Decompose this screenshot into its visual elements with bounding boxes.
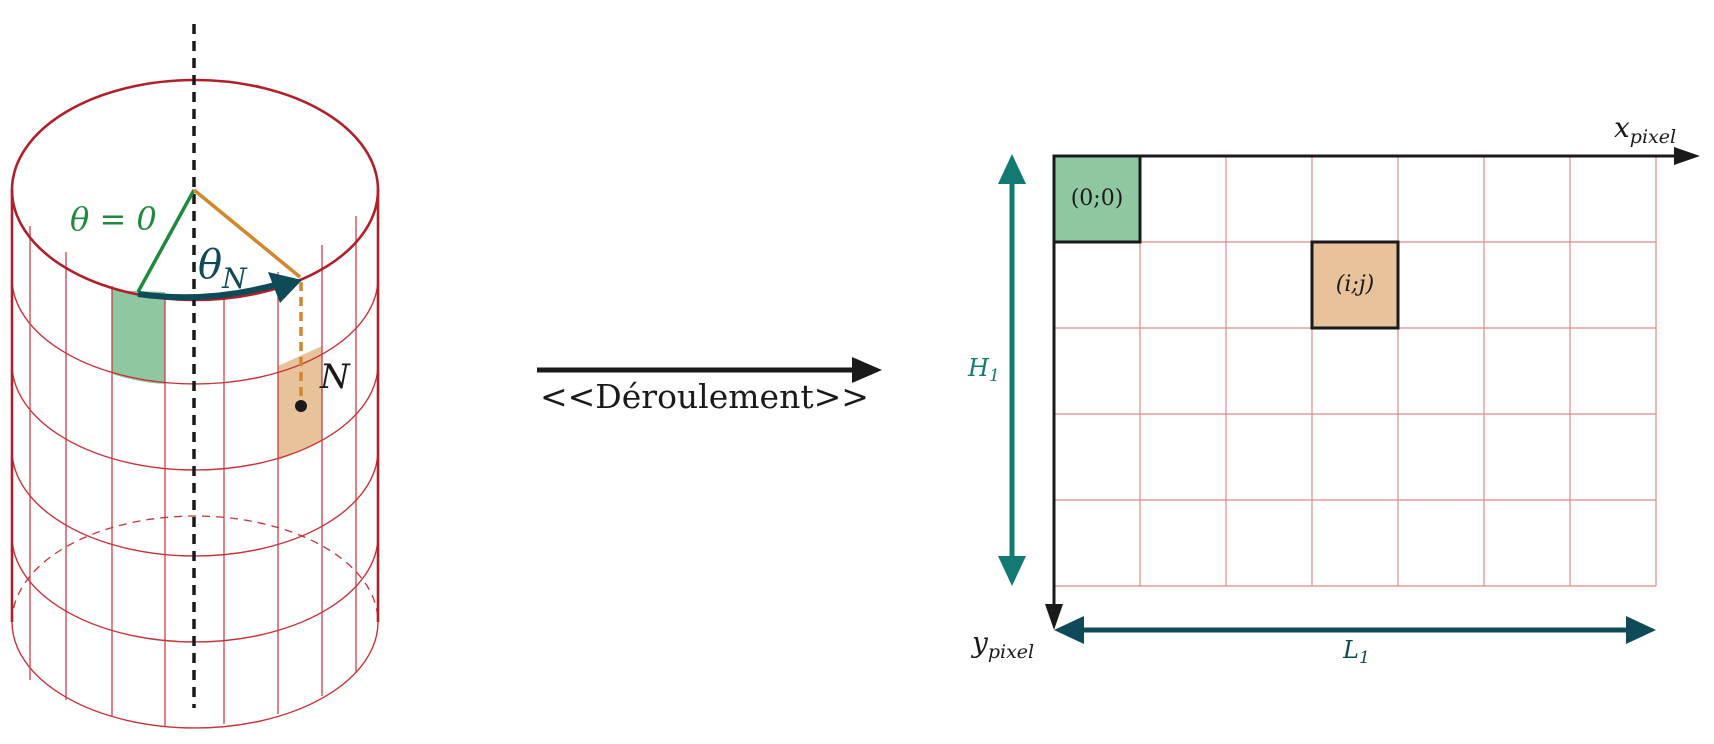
theta-n-radius: [192, 188, 302, 279]
theta-zero-label: θ = 0: [70, 200, 157, 238]
cylinder-generatrices: [29, 216, 357, 726]
y-axis-arrowhead: [1045, 604, 1063, 630]
height-label: H1: [967, 354, 1000, 386]
origin-cell-fill: [1054, 156, 1140, 242]
cylinder-group: θ = 0 θN N: [10, 24, 380, 729]
point-n: [295, 400, 307, 412]
theta-n-label: θN: [198, 242, 248, 295]
target-cell: [1310, 240, 1400, 330]
target-cell-label: (i;j): [1336, 272, 1374, 297]
unrolling-arrowhead: [852, 357, 882, 383]
theta-n-arrowhead: [268, 272, 302, 303]
origin-cell-label: (0;0): [1071, 186, 1124, 211]
width-arrowhead-left: [1054, 616, 1084, 644]
width-arrowhead-right: [1626, 616, 1656, 644]
unrolling-transform: <<Déroulement>>: [537, 357, 882, 416]
width-label: L1: [1342, 636, 1370, 668]
hidden-bottom-edge: [11, 515, 379, 623]
pixel-grid-lines: [1054, 156, 1657, 587]
height-arrowhead-top: [998, 154, 1026, 184]
x-axis-arrowhead: [1674, 147, 1700, 165]
height-arrowhead-bottom: [998, 556, 1026, 586]
y-axis-label: ypixel: [970, 626, 1034, 663]
theta-zero-radius: [136, 189, 196, 293]
pixel-grid-group: (0;0) (i;j) xpixel ypixel H1 L1: [967, 111, 1700, 668]
theta-n-arc: [137, 280, 283, 301]
point-n-label: N: [319, 357, 351, 397]
green-patch: [112, 290, 165, 384]
unrolling-label: <<Déroulement>>: [540, 377, 869, 416]
x-axis-label: xpixel: [1614, 111, 1676, 148]
target-cell-fill: [1312, 242, 1398, 328]
